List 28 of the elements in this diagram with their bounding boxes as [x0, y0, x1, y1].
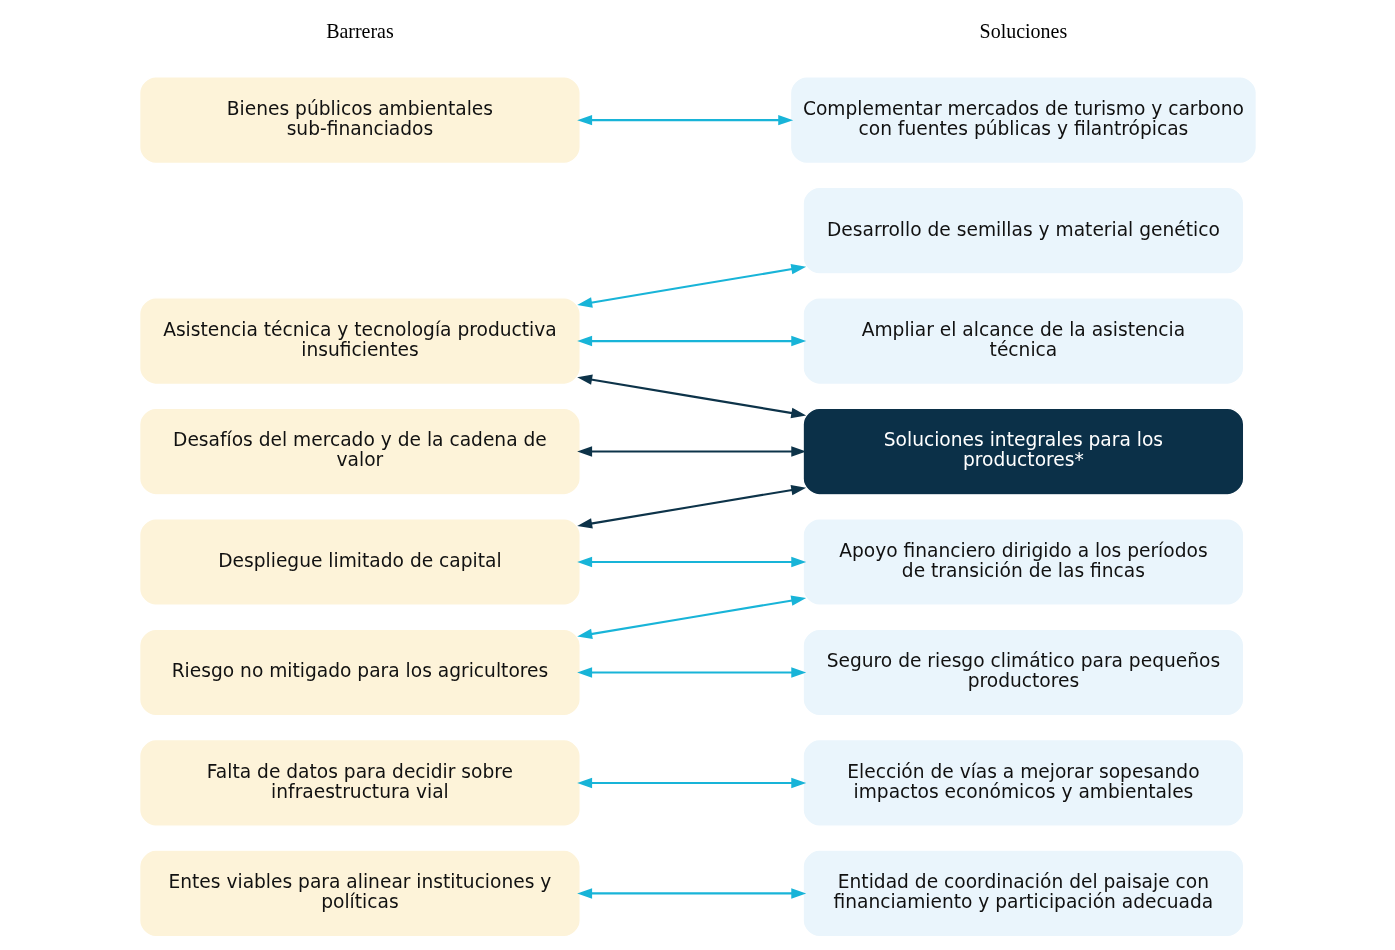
node-box: Entidad de coordinación del paisaje con financiamiento y participación adecuada — [802, 849, 1244, 937]
node-box: Entes viables para alinear instituciones y políticas — [138, 849, 581, 937]
node-box: Despliegue limitado de capital — [138, 517, 581, 606]
label: Soluciones — [979, 19, 1067, 42]
arrow — [576, 335, 806, 346]
node-box: Desafíos del mercado y de la cadena de valor — [138, 407, 581, 495]
arrow — [576, 777, 806, 788]
arrow — [576, 887, 806, 899]
node-box: Apoyo financiero dirigido a los períodos de transición de las fincas — [802, 517, 1244, 606]
node-box: Elección de vías a mejorar sopesando impactos económicos y ambientales — [802, 738, 1244, 827]
node-box: Asistencia técnica y tecnología productiva insuficientes — [138, 296, 581, 385]
node-box: Bienes públicos ambientales sub-financiados — [138, 75, 581, 164]
arrow — [576, 263, 806, 308]
arrow — [576, 594, 806, 639]
arrow — [576, 556, 806, 567]
arrow — [576, 484, 806, 529]
arrow — [576, 114, 793, 125]
node-box: Riesgo no mitigado para los agricultores — [138, 628, 581, 716]
node-box: Desarrollo de semillas y material genético — [802, 186, 1244, 275]
arrow — [576, 373, 806, 418]
arrow — [576, 445, 806, 457]
node-box: Falta de datos para decidir sobre infraestructura vial — [138, 738, 581, 827]
label: Barreras — [325, 19, 394, 42]
node-box: Soluciones integrales para los productores* — [802, 407, 1244, 495]
node-box: Complementar mercados de turismo y carbono con fuentes públicas y filantrópicas — [789, 75, 1257, 164]
node-box: Seguro de riesgo climático para pequeños productores — [802, 628, 1244, 716]
node-box: Ampliar el alcance de la asistencia técnica — [802, 296, 1244, 385]
arrow — [576, 666, 806, 678]
